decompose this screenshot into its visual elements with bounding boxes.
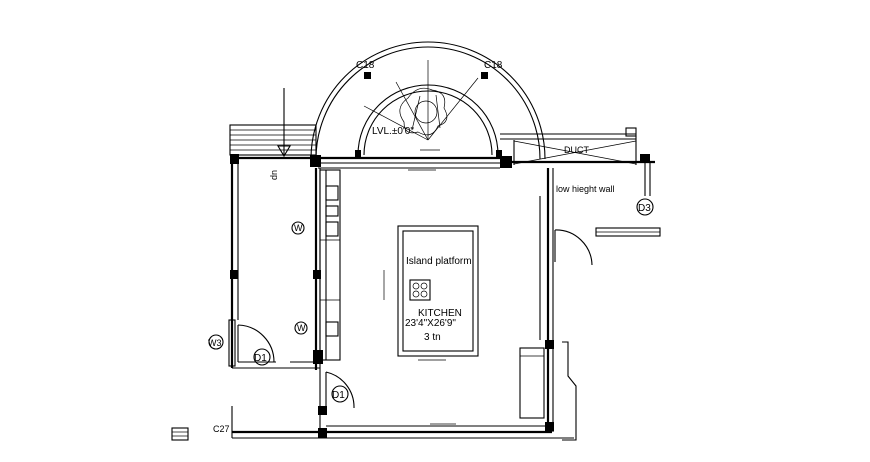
label-w-bottom: W — [297, 323, 306, 333]
door-d1-right — [318, 370, 355, 415]
duct-block — [500, 127, 655, 196]
window-w3-tag — [208, 334, 224, 350]
label-duct: DUCT — [564, 145, 589, 155]
spiral-staircase — [363, 60, 479, 141]
label-w-top: W — [294, 223, 303, 233]
label-kitchen: KITCHEN — [418, 308, 462, 319]
label-island: Island platform — [406, 256, 472, 267]
label-level: LVL.±0'0" — [372, 126, 414, 137]
door-d1-right-tag — [331, 385, 349, 403]
bottom-right-step — [519, 341, 577, 441]
washer-symbol-bottom — [294, 321, 308, 335]
column-c18-right — [481, 72, 488, 79]
island-platform — [397, 225, 479, 357]
washer-symbol-top — [291, 221, 305, 235]
column-c18-left — [364, 72, 371, 79]
kitchen-top-wall — [230, 154, 512, 169]
kitchen-right-wall — [539, 168, 554, 432]
label-c18-left: C18 — [356, 60, 375, 71]
entrance-steps — [229, 88, 317, 158]
kitchen-counter — [319, 169, 341, 361]
label-c27: C27 — [213, 424, 230, 434]
label-kitchen-tn: 3 tn — [424, 332, 441, 343]
label-up: up — [270, 170, 280, 180]
label-c18-right: C18 — [484, 60, 503, 71]
label-w3: W3 — [208, 338, 222, 348]
label-d3: D3 — [638, 203, 651, 214]
north-symbol — [171, 427, 189, 441]
kitchen-bottom-wall — [231, 406, 574, 439]
label-kitchen-size: 23'4"X26'9" — [405, 318, 456, 329]
window-w3 — [228, 319, 236, 367]
column — [496, 150, 502, 157]
label-d1-left: D1 — [254, 353, 267, 364]
label-low-wall: low hieght wall — [556, 184, 615, 194]
door-d1-left — [237, 324, 276, 363]
door-d3 — [554, 227, 661, 266]
corridor-walls — [230, 162, 323, 370]
column — [355, 150, 361, 157]
door-d1-left-tag — [253, 348, 271, 366]
dimension-marks — [383, 149, 541, 425]
door-d3-tag — [636, 198, 654, 216]
label-d1-right: D1 — [332, 390, 345, 401]
